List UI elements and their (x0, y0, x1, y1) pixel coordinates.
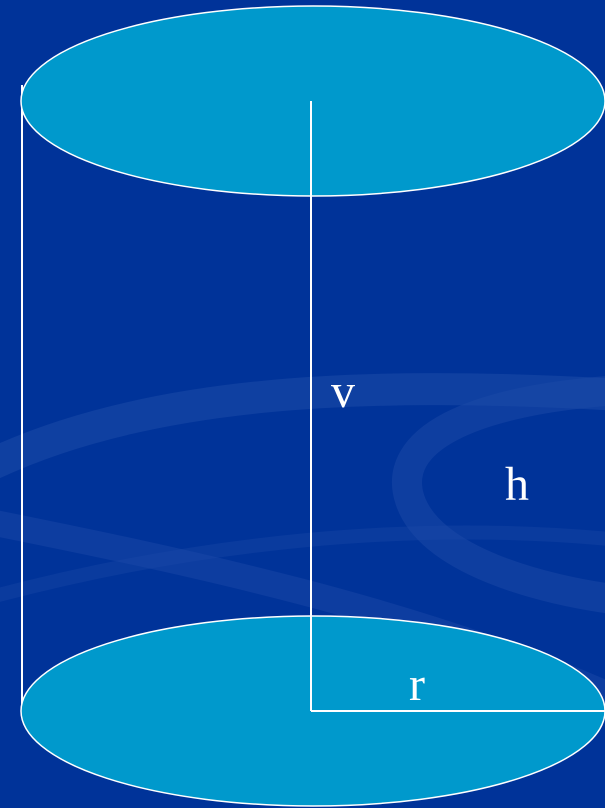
swoosh-curl (392, 376, 605, 614)
label-r: r (409, 658, 425, 711)
cylinder-top-base (20, 5, 605, 197)
swoosh-thin (0, 525, 605, 602)
label-v: v (331, 365, 355, 418)
background-swoosh (0, 373, 605, 708)
label-h: h (505, 458, 529, 511)
